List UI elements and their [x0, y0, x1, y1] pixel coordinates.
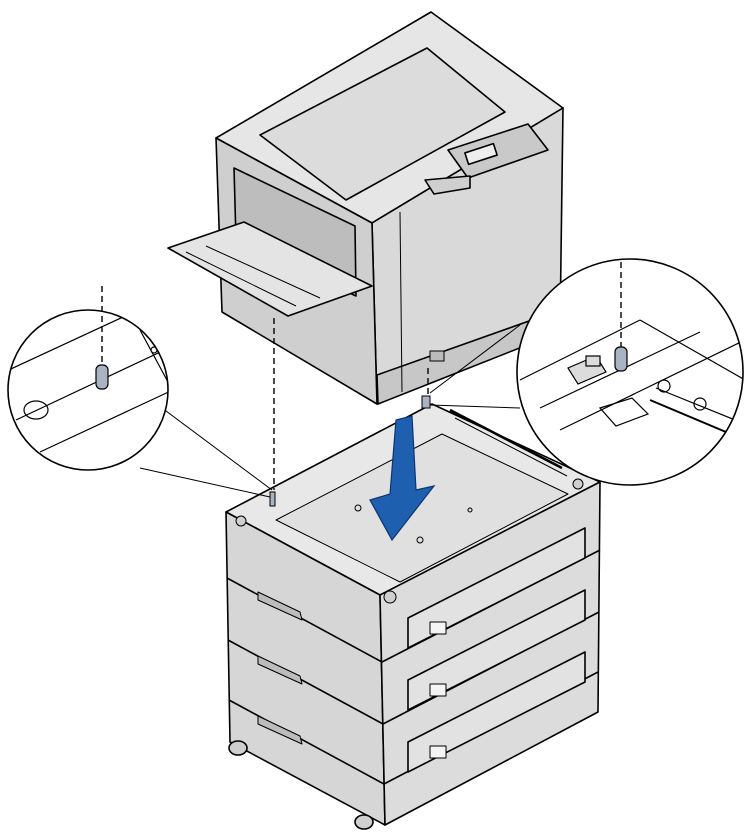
caster-front-left — [228, 740, 248, 756]
printer — [167, 11, 564, 405]
tray-3-handle — [429, 745, 447, 759]
detail-pin-left — [95, 364, 109, 390]
tray-3-front — [407, 651, 586, 773]
printer-handle — [429, 350, 445, 362]
mp-feeder-tray — [167, 221, 373, 317]
detail-pin-right — [614, 346, 628, 372]
down-arrow-icon — [369, 415, 436, 542]
panel-display — [464, 142, 498, 166]
alignment-pin-right — [421, 395, 431, 409]
tray-2-front — [407, 589, 586, 711]
detail-callout-left — [7, 286, 169, 471]
alignment-pin-left — [269, 491, 276, 507]
detail-callout-right — [516, 258, 744, 486]
tray-1-handle — [429, 621, 447, 635]
tray-2-handle — [429, 683, 447, 697]
caster-front-right — [354, 814, 374, 830]
tray-top-recess — [275, 433, 569, 583]
operator-panel — [447, 123, 549, 179]
panel-front-lip — [424, 175, 471, 195]
tray-1-front — [407, 527, 586, 649]
output-bin — [259, 47, 506, 201]
